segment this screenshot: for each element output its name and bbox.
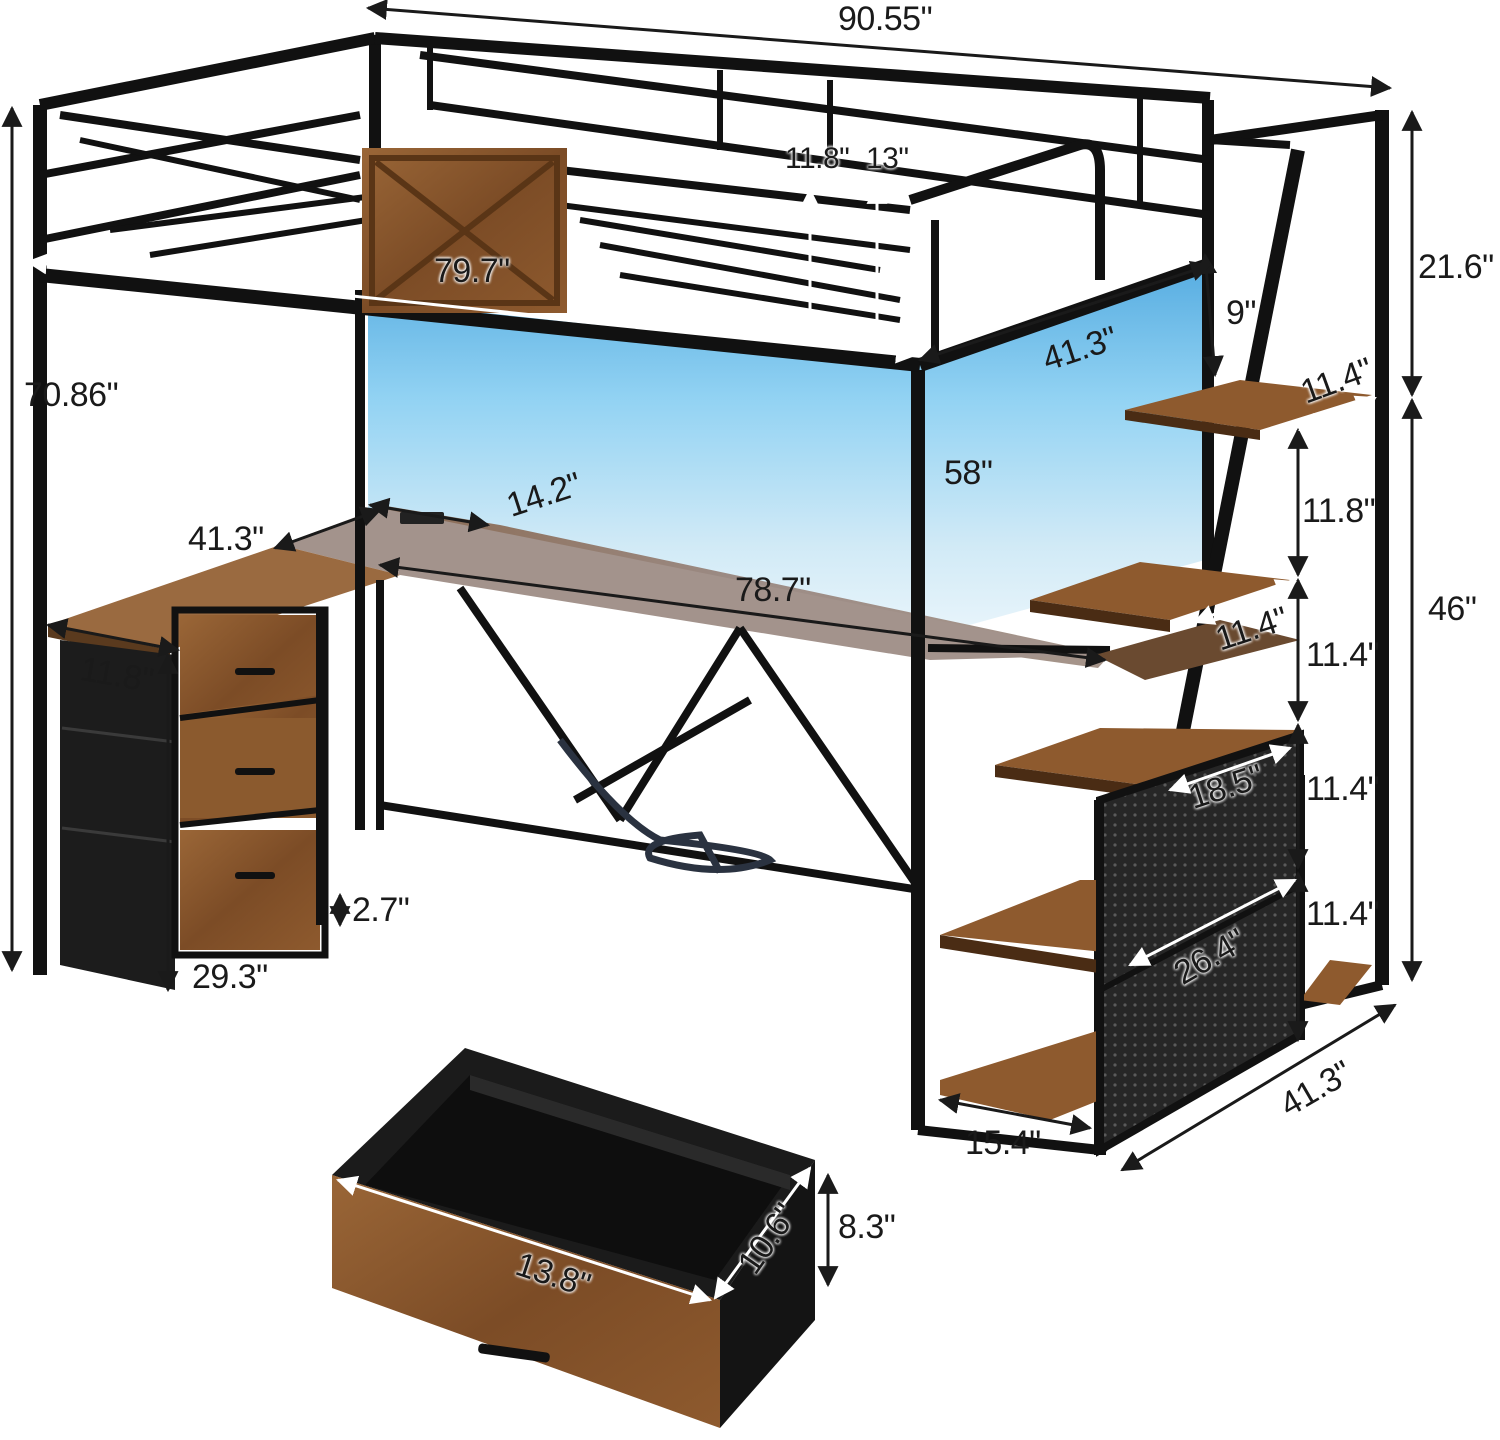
label-side-desk-length: 41.3" [188,520,264,558]
label-drawer-height: 8.3" [838,1208,896,1246]
cabinet-side-fabric [60,640,175,990]
label-ladder-gap: 9" [1226,294,1256,332]
label-stair-base-width: 15.4" [965,1124,1041,1162]
label-step-gap-4: 11.4" [1306,895,1380,933]
label-cabinet-height: 29.3" [192,958,268,996]
label-step-gap-2: 11.4" [1306,636,1380,674]
label-overall-height: 70.86" [24,376,119,414]
drawer-handle-2 [235,768,275,775]
label-under-clearance: 58" [944,454,993,492]
label-cabinet-leg: 2.7" [352,891,410,929]
label-step-gap-1: 11.8" [1302,492,1376,530]
label-desk-length: 78.7" [735,571,811,609]
label-guardrail-a: 11.8" [785,142,850,175]
power-cord [557,737,777,874]
label-step-gap-3: 11.4" [1306,770,1380,808]
dimension-lines [1,0,1423,1288]
label-guardrail-b: 13" [866,142,909,175]
dimension-lines-white [25,182,1377,1305]
drawer-handle-1 [235,668,275,675]
fabric-drawer [332,1048,815,1428]
label-top-rail-height: 21.6" [1418,248,1494,286]
label-mattress-length: 79.7" [434,252,510,290]
cabinet-drawer-3 [180,830,320,950]
drawer-handle-3 [235,872,275,879]
label-lower-height: 46" [1428,590,1477,628]
label-overall-length: 90.55" [838,0,933,38]
